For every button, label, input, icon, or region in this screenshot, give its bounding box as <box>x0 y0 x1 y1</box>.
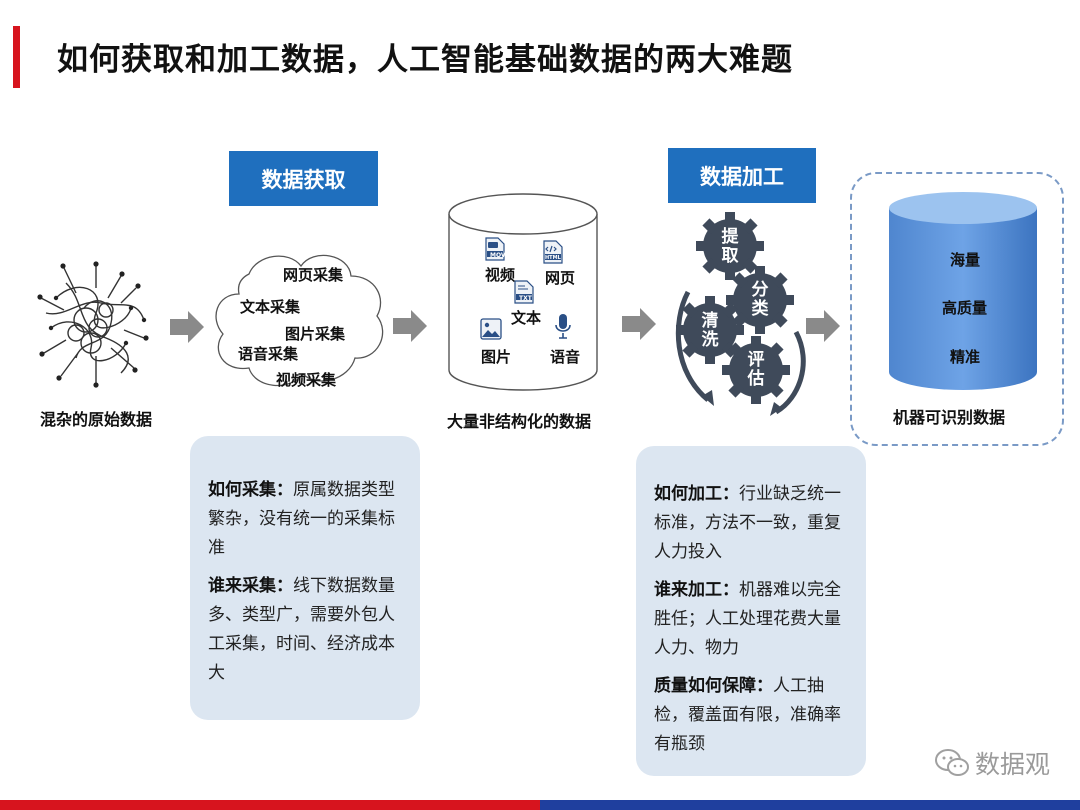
panel-entry-label: 如何采集： <box>208 480 293 500</box>
cloud-item-voice: 语音采集 <box>238 345 299 363</box>
data-type-web: 网页 <box>545 269 576 287</box>
data-type-video: 视频 <box>485 266 516 284</box>
cloud-item-web: 网页采集 <box>283 266 344 284</box>
watermark: 数据观 <box>934 745 1050 781</box>
process-issues-panel: 如何加工：行业缺乏统一标准，方法不一致，重复人力投入 谁来加工：机器难以完全胜任… <box>636 446 866 776</box>
cloud-item-text: 文本采集 <box>240 298 301 316</box>
panel-entry-label: 如何加工： <box>654 484 739 504</box>
data-type-image: 图片 <box>481 348 512 366</box>
footer-bar-red <box>0 800 540 810</box>
title-accent-bar <box>13 26 20 88</box>
acquire-issues-panel: 如何采集：原属数据类型繁杂，没有统一的采集标准 谁来采集：线下数据数量多、类型广… <box>190 436 420 720</box>
panel-entry-text: 原属数据类型繁杂，没有统一的采集标准 <box>208 480 395 558</box>
processing-gears-icon <box>675 212 806 416</box>
arrow-right-icon <box>170 311 204 343</box>
footer-bar-blue <box>540 800 1080 810</box>
panel-entry-text: 线下数据数量多、类型广，需要外包人工采集，时间、经济成本大 <box>208 576 395 683</box>
caption-machine-readable-data: 机器可识别数据 <box>893 408 1006 427</box>
gear-extract: 提取 <box>721 227 739 266</box>
gear-classify: 分类 <box>751 280 769 319</box>
badge-html: HTML <box>545 255 561 261</box>
watermark-text: 数据观 <box>974 750 1050 779</box>
panel-entry-label: 谁来加工： <box>654 580 739 600</box>
arrow-right-icon <box>622 308 656 340</box>
machine-data-frame <box>850 172 1064 446</box>
db-label-high-quality: 高质量 <box>942 299 988 317</box>
panel-entry: 谁来加工：机器难以完全胜任；人工处理花费大量人力、物力 <box>654 576 850 663</box>
data-type-text: 文本 <box>511 309 542 327</box>
badge-mov: MOV <box>490 252 506 259</box>
panel-entry-text: 人工抽检，覆盖面有限，准确率有瓶颈 <box>654 676 841 754</box>
panel-entry-label: 谁来采集： <box>208 576 293 596</box>
wechat-icon <box>934 749 969 776</box>
data-type-voice: 语音 <box>550 348 581 366</box>
arrow-right-icon <box>806 310 840 342</box>
tangled-network-icon <box>37 261 149 388</box>
db-label-massive: 海量 <box>950 251 981 269</box>
badge-txt: TXT <box>519 295 532 302</box>
gear-clean: 清洗 <box>701 311 719 350</box>
gear-evaluate: 评估 <box>747 350 765 389</box>
txt-file-icon <box>514 280 534 304</box>
panel-entry: 谁来采集：线下数据数量多、类型广，需要外包人工采集，时间、经济成本大 <box>208 572 404 688</box>
cloud-shape <box>215 254 384 387</box>
panel-entry: 质量如何保障：人工抽检，覆盖面有限，准确率有瓶颈 <box>654 672 850 759</box>
db-label-precise: 精准 <box>950 348 981 366</box>
html-file-icon <box>543 240 563 264</box>
image-icon <box>480 318 502 340</box>
stage-label-process: 数据加工 <box>668 148 816 203</box>
panel-entry-text: 行业缺乏统一标准，方法不一致，重复人力投入 <box>654 484 841 562</box>
arrow-right-icon <box>393 310 427 342</box>
panel-entry: 如何采集：原属数据类型繁杂，没有统一的采集标准 <box>208 476 404 563</box>
cloud-item-video: 视频采集 <box>276 371 337 389</box>
caption-raw-data: 混杂的原始数据 <box>40 410 153 429</box>
video-file-icon <box>485 237 505 261</box>
machine-data-cylinder <box>889 192 1037 390</box>
stage-label-acquire: 数据获取 <box>229 151 378 206</box>
cloud-item-image: 图片采集 <box>285 325 346 343</box>
panel-entry-text: 机器难以完全胜任；人工处理花费大量人力、物力 <box>654 580 841 658</box>
panel-entry-label: 质量如何保障： <box>654 676 773 696</box>
microphone-icon <box>555 314 571 339</box>
caption-unstructured-data: 大量非结构化的数据 <box>447 412 592 431</box>
page-title: 如何获取和加工数据，人工智能基础数据的两大难题 <box>57 42 793 78</box>
panel-entry: 如何加工：行业缺乏统一标准，方法不一致，重复人力投入 <box>654 480 850 567</box>
